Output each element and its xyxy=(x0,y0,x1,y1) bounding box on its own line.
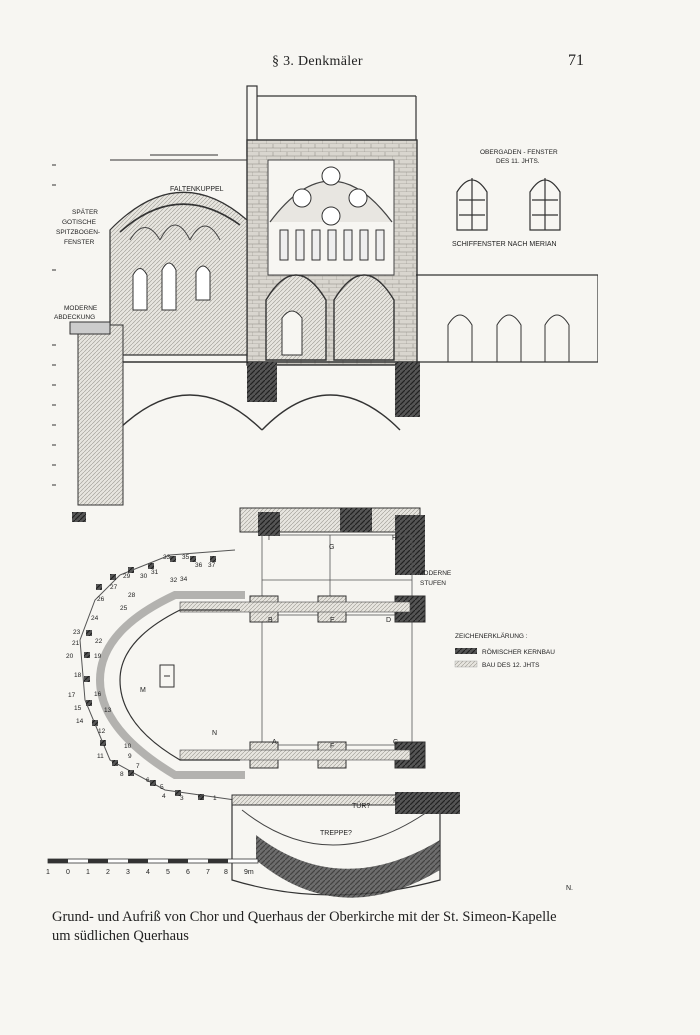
label-obergaden-1: OBERGADEN - FENSTER xyxy=(480,149,558,156)
apse-number-37: 37 xyxy=(208,562,216,569)
apse-number-12: 12 xyxy=(98,728,106,735)
apse-number-5: 5 xyxy=(160,784,164,791)
apse-number-29: 29 xyxy=(123,573,131,580)
elevation-drawing: FALTENKUPPEL SPÄTER GOTISCHE SPITZBOGEN-… xyxy=(52,85,598,522)
apse-number-32: 32 xyxy=(170,577,178,584)
plan-letter-b: B xyxy=(268,617,273,624)
apse-number-34: 34 xyxy=(180,576,188,583)
page-number: 71 xyxy=(568,52,584,69)
apse-number-19: 19 xyxy=(94,653,102,660)
obergaden-windows xyxy=(456,178,561,231)
apse-number-15: 15 xyxy=(74,705,82,712)
apse-number-26: 26 xyxy=(97,596,105,603)
label-spaeter-2: GOTISCHE xyxy=(62,219,97,226)
label-moderne-2: ABDECKUNG xyxy=(54,314,95,321)
apse-number-22: 22 xyxy=(95,638,103,645)
plan-letter-n: N xyxy=(212,730,217,737)
gallery-colonnettes xyxy=(279,229,385,261)
running-header-section: § 3. Denkmäler xyxy=(272,54,363,69)
scale-tick-6: 5 xyxy=(166,869,170,876)
scale-tick-2: 1 xyxy=(86,869,90,876)
apse-number-17: 17 xyxy=(68,692,76,699)
apse-number-20: 20 xyxy=(66,653,74,660)
apse-number-10: 10 xyxy=(124,743,132,750)
label-spaeter-3: SPITZBOGEN- xyxy=(56,229,100,236)
apse-number-2: 2 xyxy=(200,795,204,802)
apse-number-14: 14 xyxy=(76,718,84,725)
label-obergaden-2: DES 11. JHTS. xyxy=(496,158,540,165)
label-schiffenster: SCHIFFENSTER NACH MERIAN xyxy=(452,241,557,248)
apse-number-28: 28 xyxy=(128,592,136,599)
apse-number-16: 16 xyxy=(94,691,102,698)
plan-letter-c: C xyxy=(393,739,398,746)
apse-number-1: 1 xyxy=(213,795,217,802)
scale-bar: 1 0 1 2 3 4 5 6 7 8 9m xyxy=(46,858,259,876)
apse-number-31: 31 xyxy=(151,569,159,576)
plan-letter-a: A xyxy=(272,739,277,746)
legend-twelfth: BAU DES 12. JHTS xyxy=(482,662,540,669)
apse-number-7: 7 xyxy=(136,763,140,770)
apse-number-3: 3 xyxy=(180,795,184,802)
label-tuer: TÜR? xyxy=(352,802,370,810)
north-label: N. xyxy=(566,885,573,892)
label-spaeter-1: SPÄTER xyxy=(72,208,98,216)
scale-tick-5: 4 xyxy=(146,869,150,876)
scale-tick-10: 9m xyxy=(244,869,254,876)
legend-roman: RÖMISCHER KERNBAU xyxy=(482,648,555,656)
apse-number-25: 25 xyxy=(120,605,128,612)
apse-number-6: 6 xyxy=(146,777,150,784)
apse-number-36: 36 xyxy=(195,562,203,569)
apse-outline xyxy=(95,591,245,779)
caption-line-2: um südlichen Querhaus xyxy=(52,928,189,944)
label-faltenkuppel: FALTENKUPPEL xyxy=(170,186,224,193)
plan-letter-i: I xyxy=(268,535,270,542)
architectural-plate: FALTENKUPPEL SPÄTER GOTISCHE SPITZBOGEN-… xyxy=(46,85,598,898)
scale-tick-8: 7 xyxy=(206,869,210,876)
label-moderne-1: MODERNE xyxy=(64,305,98,312)
apse-number-18: 18 xyxy=(74,672,82,679)
label-moderne-stufen-1: MODERNE xyxy=(418,570,452,577)
plan-letter-m: M xyxy=(140,687,146,694)
caption-line-1: Grund- und Aufriß von Chor und Querhaus … xyxy=(52,909,557,925)
figure-caption: Grund- und Aufriß von Chor und Querhaus … xyxy=(52,908,612,946)
apse-number-30: 30 xyxy=(140,573,148,580)
apse-number-9: 9 xyxy=(128,753,132,760)
scale-tick-0: 1 xyxy=(46,869,50,876)
apse-number-8: 8 xyxy=(120,771,124,778)
legend-swatch-roman xyxy=(455,648,477,654)
scale-tick-3: 2 xyxy=(106,869,110,876)
apse-number-13: 13 xyxy=(104,707,112,714)
plan-letter-d: D xyxy=(386,617,391,624)
apse-number-23: 23 xyxy=(73,629,81,636)
apse-number-21: 21 xyxy=(72,640,80,647)
legend-swatch-twelfth xyxy=(454,660,478,668)
apse-number-33: 33 xyxy=(163,554,171,561)
label-spaeter-4: FENSTER xyxy=(64,239,95,246)
ground-plan: A B C D E F G H I K M N MODERNE STUFEN T… xyxy=(66,507,573,898)
apse-number-27: 27 xyxy=(110,584,118,591)
scale-tick-4: 3 xyxy=(126,869,130,876)
scale-tick-1: 0 xyxy=(66,869,70,876)
scale-tick-7: 6 xyxy=(186,869,190,876)
plan-letter-g: G xyxy=(329,544,334,551)
label-moderne-stufen-2: STUFEN xyxy=(420,580,446,587)
label-treppe: TREPPE? xyxy=(320,830,352,837)
apse-number-4: 4 xyxy=(162,793,166,800)
plan-letter-f: F xyxy=(330,743,334,750)
apse-number-11: 11 xyxy=(97,753,104,760)
plan-letter-k: K xyxy=(393,798,398,805)
plan-letter-e: E xyxy=(330,617,335,624)
scale-tick-9: 8 xyxy=(224,869,228,876)
apse-number-24: 24 xyxy=(91,615,99,622)
legend-title: ZEICHENERKLÄRUNG : xyxy=(455,632,528,640)
faltenkuppel-section xyxy=(109,154,248,356)
apse-number-35: 35 xyxy=(182,554,190,561)
plan-letter-h: H xyxy=(392,535,397,542)
